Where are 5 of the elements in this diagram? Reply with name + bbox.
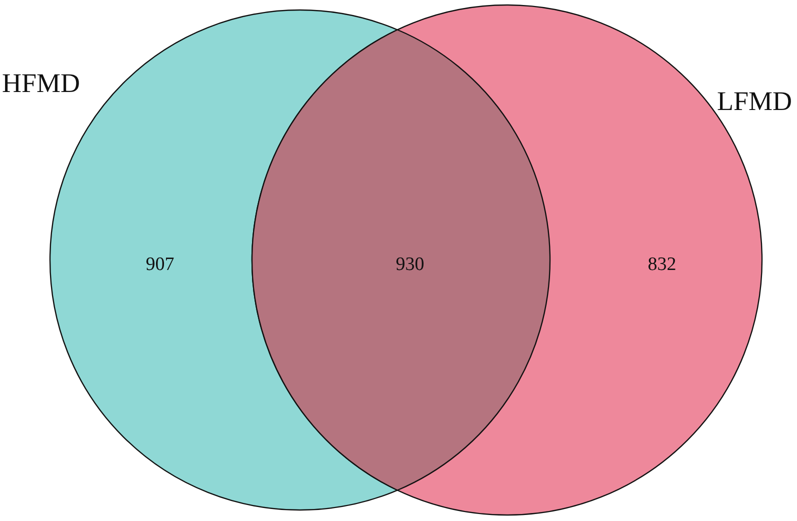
- set-name: LFMD: [717, 86, 792, 117]
- count-label: 930: [396, 254, 424, 276]
- set-name: HFMD: [2, 68, 80, 99]
- count-label: 832: [648, 254, 676, 276]
- count-label: 907: [146, 254, 174, 276]
